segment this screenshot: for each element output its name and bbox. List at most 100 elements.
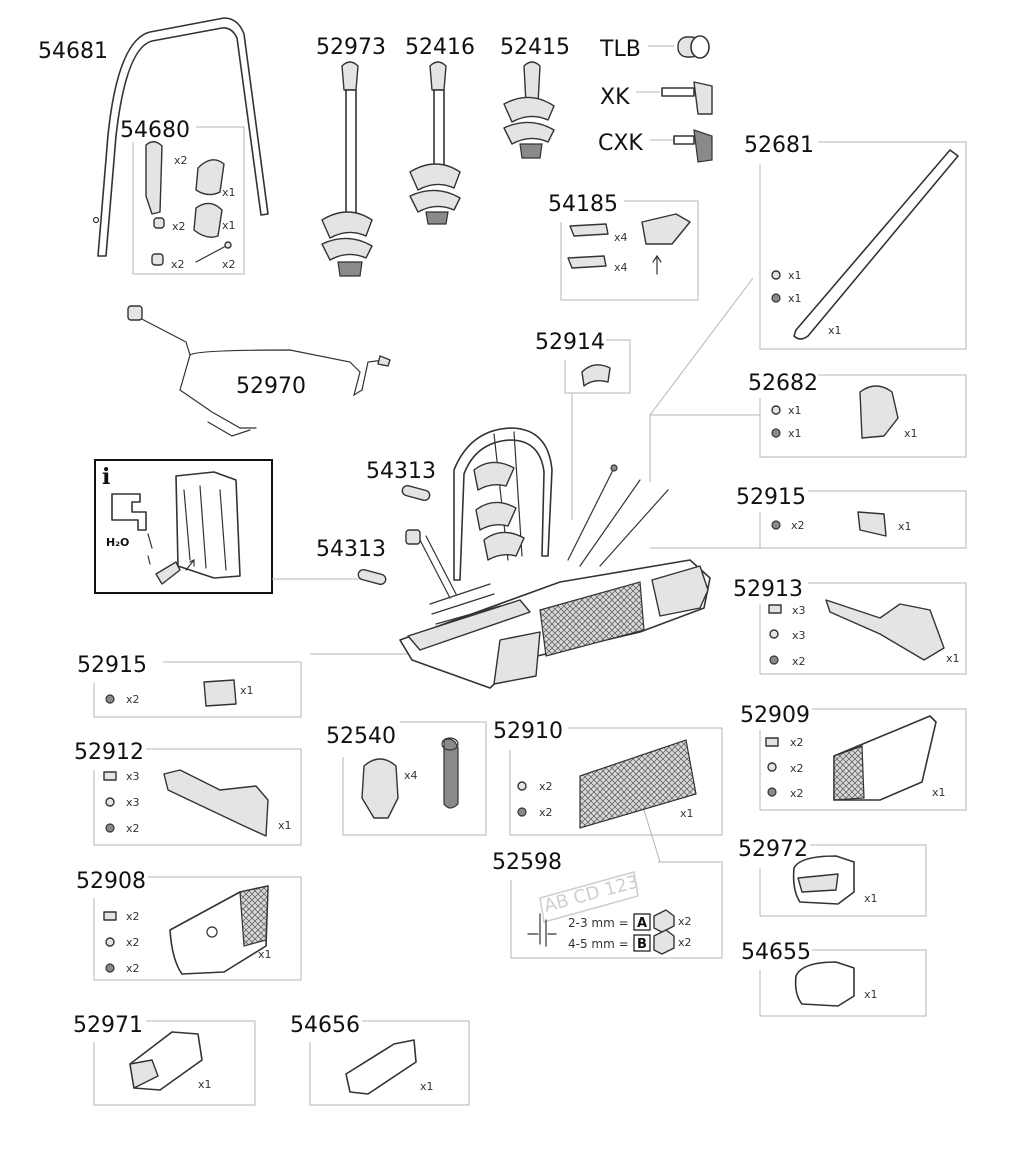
spacer-icon (653, 909, 675, 933)
part-52912: 52912 x3 x3 x2 x1 (74, 740, 302, 846)
nut-icon (765, 737, 779, 747)
part-number-54313-upper: 54313 (366, 459, 436, 484)
nut-icon (103, 771, 117, 781)
qty-label: x1 (222, 219, 236, 232)
clamp-lever-icon (145, 141, 163, 215)
qty-label: x2 (539, 780, 553, 793)
screw-icon (771, 520, 781, 530)
pin-icon (224, 241, 232, 249)
part-cxk: CXK (598, 129, 713, 163)
support-arm-icon (793, 149, 959, 340)
part-number-52915-left: 52915 (77, 653, 147, 678)
nut-icon (103, 911, 117, 921)
part-54185: 54185 x4 x4 (548, 192, 699, 301)
qty-label: x2 (678, 915, 692, 928)
spacer-spec-b: 4-5 mm = (568, 937, 629, 951)
nut-icon (771, 405, 781, 415)
part-number-52681: 52681 (744, 133, 814, 158)
part-number-54681: 54681 (38, 39, 108, 64)
qty-label: x2 (792, 655, 806, 668)
nut-icon (151, 253, 164, 266)
qty-label: x2 (126, 962, 140, 975)
part-number-54313-lower: 54313 (316, 537, 386, 562)
bolt-icon (153, 217, 165, 229)
qty-label: x2 (222, 258, 236, 271)
part-52971: 52971 x1 (73, 1013, 256, 1106)
qty-label: x1 (864, 988, 878, 1001)
qty-label: x2 (790, 787, 804, 800)
part-number-52540: 52540 (326, 724, 396, 749)
qty-label: x2 (539, 806, 553, 819)
screw-icon (771, 428, 781, 438)
screw-icon (767, 787, 777, 797)
qty-label: x2 (126, 910, 140, 923)
qty-label: x2 (790, 762, 804, 775)
end-cap-cover-icon (345, 1039, 417, 1095)
qty-label: x1 (788, 427, 802, 440)
qty-label: x2 (126, 693, 140, 706)
qty-label: x3 (792, 604, 806, 617)
part-52970: 52970 (127, 305, 391, 437)
screw-icon (769, 629, 779, 639)
part-number-52415: 52415 (500, 35, 570, 60)
part-number-54680: 54680 (120, 118, 190, 143)
spacer-letter-a: A (637, 916, 647, 931)
part-number-52972: 52972 (738, 837, 808, 862)
screw-icon (767, 762, 777, 772)
part-number-tlb: TLB (599, 37, 641, 62)
end-cap-icon (195, 159, 225, 196)
qty-label: x1 (240, 684, 254, 697)
part-number-52910: 52910 (493, 719, 563, 744)
spacer-icon (653, 929, 675, 955)
qty-label: x1 (680, 807, 694, 820)
strap-icon (569, 223, 609, 237)
bracket-icon (857, 511, 887, 537)
part-number-52970: 52970 (236, 374, 306, 399)
qty-label: x3 (126, 796, 140, 809)
part-number-52909: 52909 (740, 703, 810, 728)
qty-label: x1 (932, 786, 946, 799)
bracket-icon (203, 679, 237, 707)
bike-carrier-assembly (399, 427, 711, 689)
part-number-54656: 54656 (290, 1013, 360, 1038)
strap-buckle-icon (641, 213, 691, 245)
part-52681: 52681 x1 x1 x1 (744, 133, 967, 350)
qty-label: x1 (420, 1080, 434, 1093)
qty-label: x2 (126, 822, 140, 835)
screw-icon (769, 655, 779, 665)
qty-label: x1 (258, 948, 272, 961)
qty-label: x3 (792, 629, 806, 642)
qty-label: x1 (788, 269, 802, 282)
screw-icon (105, 963, 115, 973)
clamp-icon (859, 385, 899, 439)
rear-mesh-panel-icon (579, 739, 697, 829)
qty-label: x4 (614, 261, 628, 274)
light-housing-bracket-icon (163, 769, 269, 837)
nut-icon (768, 604, 782, 614)
screw-icon (771, 293, 781, 303)
nut-icon (771, 270, 781, 280)
part-52909: 52909 x2 x2 x2 x1 (740, 703, 967, 811)
part-52915-right: 52915 x2 x1 (736, 485, 967, 549)
qty-label: x1 (904, 427, 918, 440)
key-icon (661, 87, 695, 97)
part-number-52598: 52598 (492, 850, 562, 875)
qty-label: x2 (790, 736, 804, 749)
screw-icon (105, 797, 115, 807)
part-52415: 52415 (500, 35, 570, 159)
spacer-spec-a: 2-3 mm = (568, 916, 629, 930)
qty-label: x2 (678, 936, 692, 949)
part-54656: 54656 x1 (290, 1013, 470, 1106)
screw-icon (105, 937, 115, 947)
qty-label: x2 (174, 154, 188, 167)
part-number-52682: 52682 (748, 371, 818, 396)
light-housing-bracket-icon (825, 599, 945, 661)
end-cap-icon (193, 202, 223, 238)
key-icon (673, 135, 695, 145)
qty-label: x1 (788, 404, 802, 417)
part-54680: 54680 x2 x1 x2 x1 x2 x2 (120, 118, 245, 275)
qty-label: x2 (126, 936, 140, 949)
license-plate-sample: AB CD 123 (542, 871, 641, 916)
part-number-cxk: CXK (598, 131, 643, 156)
